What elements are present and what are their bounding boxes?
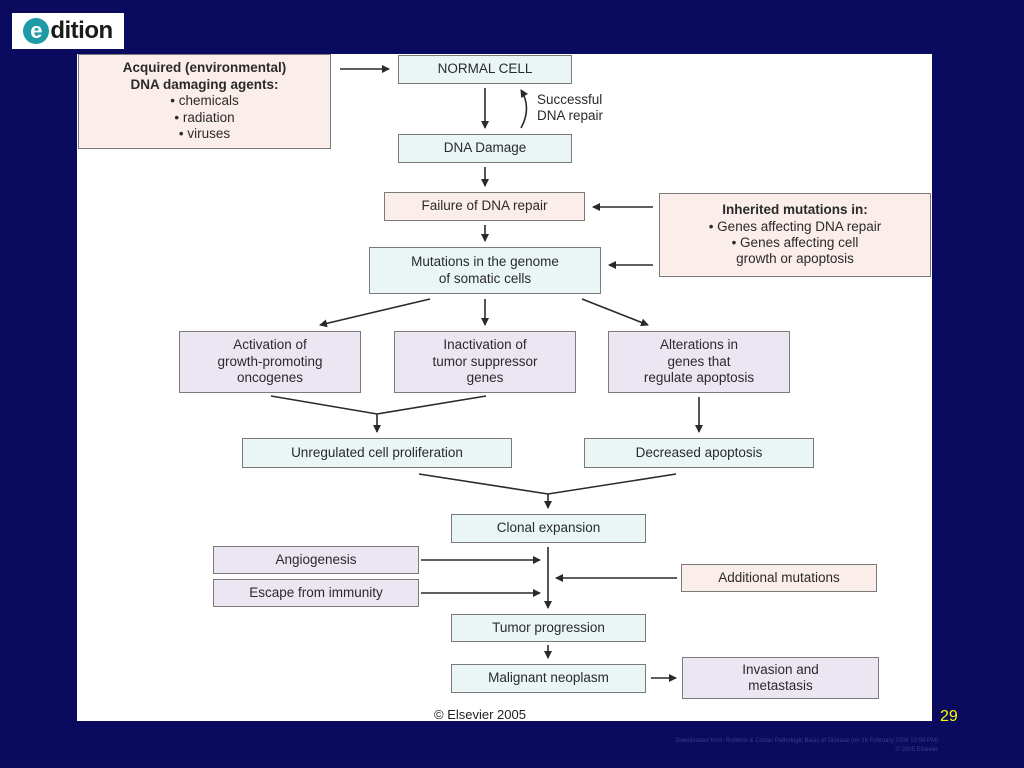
inherited-mutations-list: • Genes affecting DNA repair • Genes aff… bbox=[708, 218, 882, 267]
invasion-metastasis-box: Invasion and metastasis bbox=[682, 657, 879, 699]
inherited-mutations-box: Inherited mutations in: • Genes affectin… bbox=[659, 193, 931, 277]
angiogenesis-box: Angiogenesis bbox=[213, 546, 419, 574]
mutations-genome-box: Mutations in the genome of somatic cells bbox=[369, 247, 601, 294]
copyright-text: © Elsevier 2005 bbox=[434, 707, 526, 722]
failure-dna-repair-box: Failure of DNA repair bbox=[384, 192, 585, 221]
page-number: 29 bbox=[940, 708, 958, 725]
logo-e-mark: e bbox=[23, 18, 50, 44]
logo-text: dition bbox=[50, 17, 113, 44]
additional-mutations-box: Additional mutations bbox=[681, 564, 877, 592]
normal-cell-box: NORMAL CELL bbox=[398, 55, 572, 84]
inherited-mutations-title: Inherited mutations in: bbox=[722, 202, 868, 218]
source-footer: Downloaded from: Robbins & Cotran Pathol… bbox=[478, 737, 938, 755]
clonal-expansion-box: Clonal expansion bbox=[451, 514, 646, 543]
acquired-agents-list: • chemicals • radiation • viruses bbox=[170, 93, 239, 142]
source-footer-line1: Downloaded from: Robbins & Cotran Pathol… bbox=[675, 738, 938, 744]
dna-damage-box: DNA Damage bbox=[398, 134, 572, 163]
escape-immunity-box: Escape from immunity bbox=[213, 579, 419, 607]
malignant-neoplasm-box: Malignant neoplasm bbox=[451, 664, 646, 693]
source-footer-line2: © 2005 Elsevier bbox=[895, 747, 938, 753]
acquired-agents-title: Acquired (environmental) DNA damaging ag… bbox=[122, 60, 287, 92]
activation-oncogenes-box: Activation of growth-promoting oncogenes bbox=[179, 331, 361, 393]
acquired-agents-box: Acquired (environmental) DNA damaging ag… bbox=[78, 54, 331, 149]
successful-repair-label: Successful DNA repair bbox=[537, 92, 604, 124]
inactivation-suppressor-box: Inactivation of tumor suppressor genes bbox=[394, 331, 576, 393]
decreased-apoptosis-box: Decreased apoptosis bbox=[584, 438, 814, 468]
tumor-progression-box: Tumor progression bbox=[451, 614, 646, 642]
alterations-apoptosis-box: Alterations in genes that regulate apopt… bbox=[608, 331, 790, 393]
unregulated-proliferation-box: Unregulated cell proliferation bbox=[242, 438, 512, 468]
